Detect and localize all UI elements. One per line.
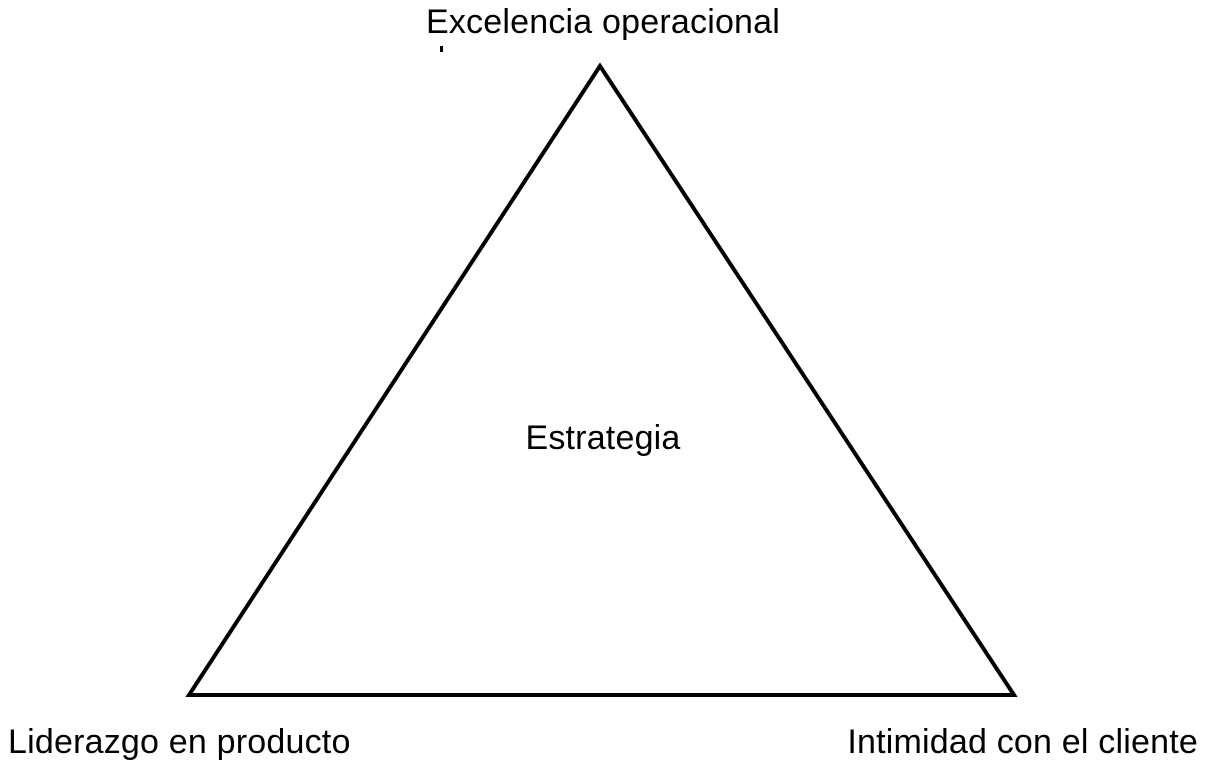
vertex-label-top: Excelencia operacional bbox=[425, 3, 781, 41]
center-label: Estrategia bbox=[525, 419, 681, 457]
vertex-label-bottom-left: Liderazgo en producto bbox=[8, 723, 351, 761]
label-artifact-mark bbox=[440, 46, 443, 52]
vertex-label-bottom-right: Intimidad con el cliente bbox=[847, 723, 1198, 761]
strategy-triangle bbox=[185, 62, 1018, 697]
